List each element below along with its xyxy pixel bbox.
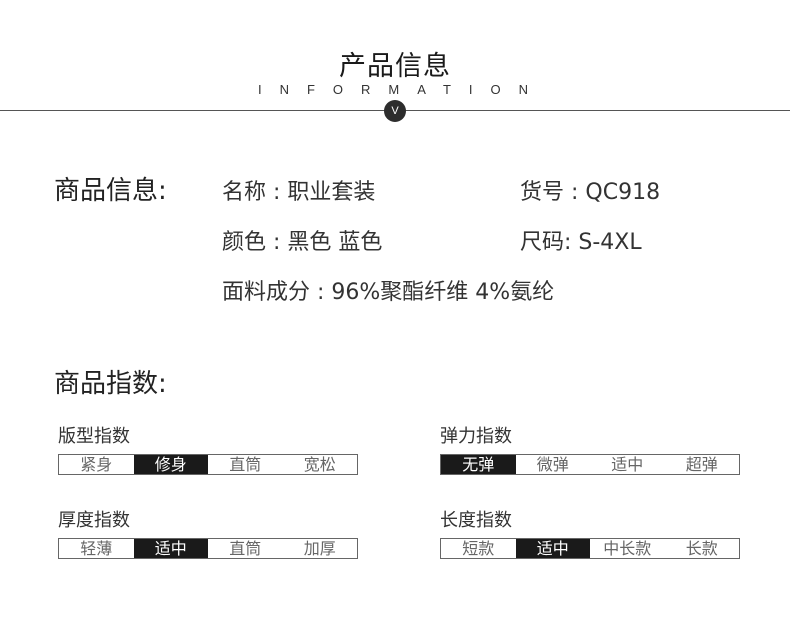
thickness-index-label: 厚度指数 — [58, 510, 130, 531]
thickness-index-scale: 轻薄 适中 直筒 加厚 — [58, 538, 358, 559]
product-index-heading: 商品指数: — [54, 369, 167, 399]
page-title: 产品信息 — [339, 51, 451, 82]
fit-index-option: 直筒 — [229, 455, 262, 474]
thickness-index-option: 直筒 — [229, 539, 262, 558]
fit-index-scale: 紧身 修身 直筒 宽松 — [58, 454, 358, 475]
fit-index-label: 版型指数 — [58, 426, 130, 447]
fit-index-option: 宽松 — [303, 455, 336, 474]
product-size: 尺码: S-4XL — [520, 230, 642, 255]
elasticity-index-option: 超弹 — [685, 455, 718, 474]
fit-index-option: 修身 — [133, 455, 208, 474]
elasticity-index-option: 适中 — [611, 455, 644, 474]
length-index-label: 长度指数 — [440, 510, 512, 531]
product-name: 名称 : 职业套装 — [222, 180, 376, 205]
length-index-option: 长款 — [685, 539, 718, 558]
chevron-down-icon: V — [384, 100, 406, 122]
product-item-number: 货号 : QC918 — [520, 180, 661, 205]
product-color: 颜色 : 黑色 蓝色 — [222, 230, 383, 255]
fit-index-option: 紧身 — [80, 455, 113, 474]
elasticity-index-label: 弹力指数 — [440, 426, 512, 447]
thickness-index-option: 轻薄 — [80, 539, 113, 558]
length-index-option: 中长款 — [603, 539, 652, 558]
elasticity-index-scale: 无弹 微弹 适中 超弹 — [440, 454, 740, 475]
thickness-index-option: 适中 — [133, 539, 208, 558]
length-index-option: 短款 — [462, 539, 495, 558]
page-subtitle: INFORMATION — [257, 82, 547, 97]
product-fabric: 面料成分 : 96%聚酯纤维 4%氨纶 — [222, 280, 555, 305]
length-index-option: 适中 — [515, 539, 590, 558]
length-index-scale: 短款 适中 中长款 长款 — [440, 538, 740, 559]
elasticity-index-option: 微弹 — [536, 455, 569, 474]
thickness-index-option: 加厚 — [303, 539, 336, 558]
elasticity-index-option: 无弹 — [441, 455, 516, 474]
product-info-heading: 商品信息: — [54, 176, 167, 206]
